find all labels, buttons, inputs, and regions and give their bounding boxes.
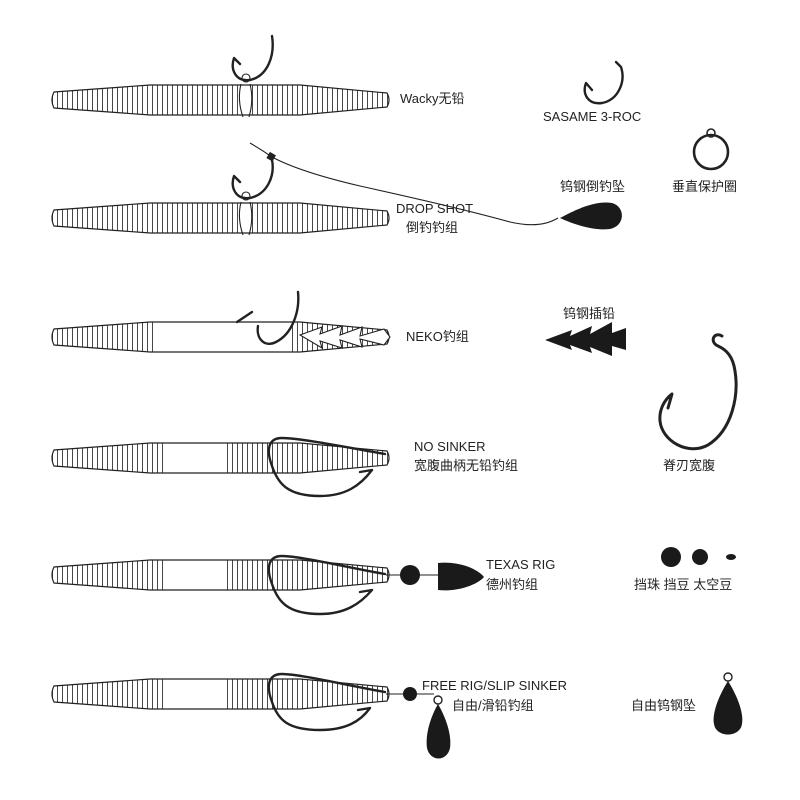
beads-group xyxy=(661,547,736,567)
wacky-worm-ribs-1 xyxy=(52,85,240,115)
wacky-hook-icon xyxy=(231,34,274,82)
label-no-sinker-en: NO SINKER xyxy=(414,439,486,454)
texas-worm-ribs-2 xyxy=(225,560,389,590)
label-no-sinker-cn: 宽腹曲柄无铅钓组 xyxy=(414,458,518,473)
wacky-worm-outline xyxy=(51,84,390,116)
wacky-rig xyxy=(231,34,274,118)
label-texas-cn: 德州钓组 xyxy=(486,577,538,592)
label-tungsten-drop-weight: 钨钢倒钓坠 xyxy=(560,179,625,194)
vertical-ring-icon xyxy=(692,128,730,171)
label-wacky: Wacky无铅 xyxy=(400,91,465,106)
free-rig-hook-icon xyxy=(267,672,387,732)
stop-bean-icon xyxy=(692,549,708,565)
neko-hook-icon xyxy=(256,290,300,345)
wacky-worm xyxy=(51,84,390,116)
free-rig xyxy=(267,672,451,759)
no-sinker-hook-icon xyxy=(267,436,387,498)
free-rig-weight-ring xyxy=(433,695,443,705)
wide-gap-hook-icon xyxy=(658,333,738,451)
no-sinker-worm-outline xyxy=(51,442,390,474)
label-vertical-ring: 垂直保护圈 xyxy=(672,179,737,194)
drop-shot-o-ring xyxy=(238,201,253,236)
stop-bead-icon xyxy=(661,547,681,567)
free-tungsten-weight-icon xyxy=(713,672,743,735)
neko-insert-outline xyxy=(298,325,391,350)
label-tungsten-insert: 钨钢插铅 xyxy=(563,306,615,321)
label-wide-gap-hook: 脊刃宽腹 xyxy=(663,458,715,473)
label-beads: 挡珠 挡豆 太空豆 xyxy=(634,577,732,592)
label-free-rig-cn: 自由/滑铅钓组 xyxy=(452,698,534,713)
neko-worm-ribs-1 xyxy=(52,322,155,352)
space-bean-icon xyxy=(726,554,736,560)
texas-worm-ribs-1 xyxy=(52,560,165,590)
texas-hook-icon xyxy=(267,554,387,616)
wacky-o-ring xyxy=(238,83,253,118)
free-rig-worm-ribs-2 xyxy=(225,679,389,709)
label-texas-en: TEXAS RIG xyxy=(486,557,555,572)
free-rig-worm-outline xyxy=(51,678,390,710)
drop-shot-worm-outline xyxy=(51,202,390,234)
drop-shot-knot xyxy=(266,151,276,162)
neko-worm-outline xyxy=(51,321,390,353)
texas-worm xyxy=(51,559,390,591)
label-drop-shot-en: DROP SHOT xyxy=(396,201,473,216)
texas-bead-icon xyxy=(400,565,420,585)
neko-hook-point xyxy=(235,310,254,324)
no-sinker-worm-ribs-1 xyxy=(52,443,165,473)
label-sasame: SASAME 3-ROC xyxy=(543,109,641,124)
drop-shot-worm xyxy=(51,202,390,234)
texas-worm-outline xyxy=(51,559,390,591)
drop-shot-rig xyxy=(231,142,622,236)
drop-shot-worm-ribs-1 xyxy=(52,203,240,233)
drop-shot-weight-icon xyxy=(560,202,622,230)
neko-rig xyxy=(235,290,391,350)
drop-shot-hook-eye xyxy=(241,191,251,201)
sasame-hook-icon xyxy=(583,60,624,105)
label-drop-shot-cn: 倒钓钓组 xyxy=(406,220,458,235)
free-rig-bead-icon xyxy=(403,687,417,701)
free-rig-worm xyxy=(51,678,390,710)
free-rig-weight-icon xyxy=(426,704,451,759)
free-rig-worm-ribs-1 xyxy=(52,679,165,709)
drop-shot-hook-icon xyxy=(231,158,274,200)
label-neko: NEKO钓组 xyxy=(406,329,469,344)
worms-layer xyxy=(51,84,390,710)
tungsten-insert-icon xyxy=(545,322,626,356)
wacky-hook-eye xyxy=(241,73,251,83)
label-free-weight: 自由钨钢坠 xyxy=(631,698,696,713)
texas-rig xyxy=(267,554,484,616)
texas-bullet-weight-icon xyxy=(438,562,484,591)
label-free-rig-en: FREE RIG/SLIP SINKER xyxy=(422,678,567,693)
